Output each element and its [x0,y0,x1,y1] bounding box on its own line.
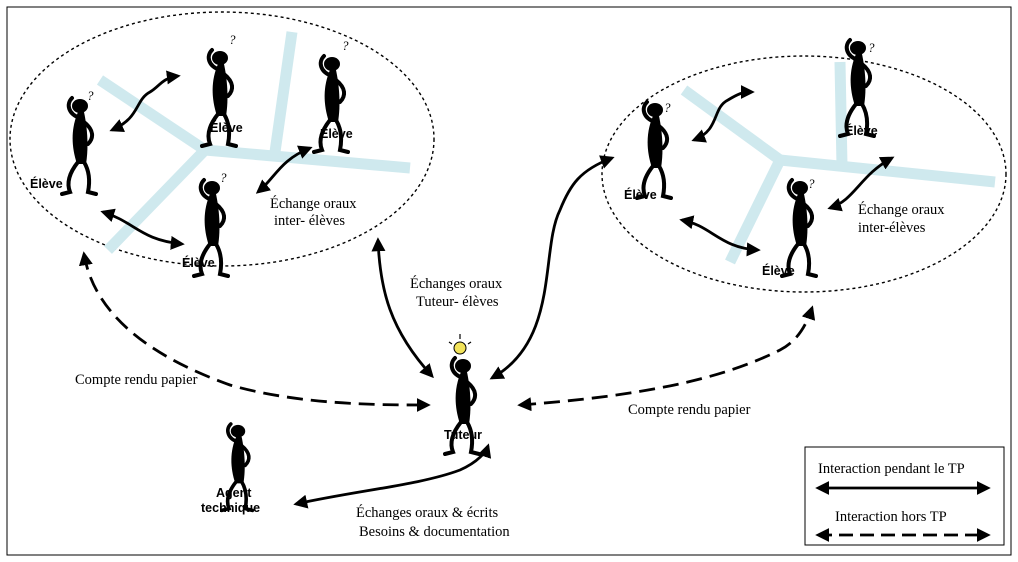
agent-tutor-label-line2: Besoins & documentation [359,524,510,540]
student-label: Élève [210,120,243,135]
report-right-arrow [517,305,816,412]
thought-mark: ? [664,100,671,115]
classroom-paths [680,61,996,265]
thought-mark: ? [229,32,236,47]
oral-exchange-arrow [827,156,895,212]
thought-mark: ? [220,170,227,185]
lightbulb-icon [453,341,467,355]
exchange-label-line2: inter-élèves [858,220,926,236]
student-label: Élève [762,263,795,278]
legend-during-label: Interaction pendant le TP [818,461,965,477]
student-label: Élève [624,187,657,202]
thought-mark: ? [868,40,875,55]
report-left-label: Compte rendu papier [75,372,198,388]
agent-tutor-label-line1: Échanges oraux & écrits [356,504,498,521]
thought-mark: ? [87,88,94,103]
idea-rays [448,334,472,345]
thought-mark: ? [342,38,349,53]
oral-exchange-arrow [691,85,755,143]
student-label: Élève [845,123,878,138]
exchange-label-line2: inter- élèves [274,213,345,229]
thought-mark: ? [808,176,815,191]
diagram-frame [6,6,1012,556]
exchange-label-line1: Échange oraux [270,195,357,212]
legend-outside-label: Interaction hors TP [835,509,947,525]
tutor-students-label-line1: Échanges oraux [410,275,503,292]
report-left-arrow [78,251,431,412]
agent-label-line1: Agent [216,486,252,500]
oral-exchange-arrow [109,70,181,133]
student-figure [60,96,98,196]
oral-exchange-arrow [255,145,313,194]
tutor-label: Tuteur [444,428,482,442]
tutor-group2-oral-arrow [489,155,615,380]
report-right-label: Compte rendu papier [628,402,751,418]
classroom-paths [96,31,411,254]
agent-label-line2: technique [201,501,260,515]
student-figure [780,178,818,278]
tutor-students-label-line2: Tuteur- élèves [416,294,499,310]
tutor: Tuteur [443,334,482,456]
legend: Interaction pendant le TP Interaction ho… [804,446,1005,546]
oral-exchange-arrow [679,215,761,257]
student-group-2: ? ? ? Élève Élève Élève Échange oraux in… [601,38,1007,293]
exchange-label-line1: Échange oraux [858,201,945,218]
student-label: Élève [182,255,215,270]
technical-agent: Agent technique [201,422,260,515]
oral-exchange-arrow [100,208,185,250]
agent-tutor-arrow [293,443,492,509]
student-label: Élève [30,176,63,191]
student-figure [635,100,673,200]
student-label: Élève [320,126,353,141]
student-group-1: ? ? ? ? Élève Élève Élève Élève Échange … [9,11,435,278]
